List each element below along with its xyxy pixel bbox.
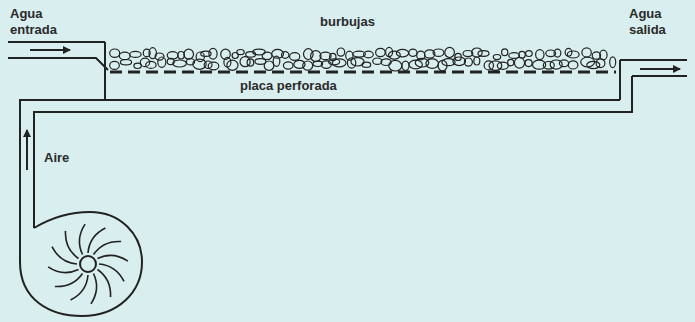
- air-label: Aire: [44, 150, 69, 166]
- bubble: [514, 58, 524, 69]
- bubble: [321, 61, 331, 69]
- blower-hub: [80, 256, 96, 272]
- bubble: [587, 61, 600, 68]
- bubble: [120, 60, 131, 65]
- blower-blade: [65, 231, 78, 259]
- bubble: [464, 58, 472, 66]
- bubble: [178, 52, 184, 59]
- outlet-pipe: [631, 76, 633, 110]
- outlet-pipe: [620, 59, 687, 61]
- bubble: [247, 59, 254, 66]
- bubbles: [110, 47, 616, 71]
- bubble: [184, 49, 194, 59]
- bubble: [596, 59, 605, 68]
- bubble: [362, 62, 371, 67]
- bubble: [536, 50, 544, 60]
- bubble: [497, 62, 508, 69]
- bubble: [173, 60, 187, 67]
- bubble: [409, 49, 417, 56]
- inlet-pipe: [8, 58, 108, 70]
- bubble: [478, 51, 489, 57]
- bubble: [208, 62, 219, 70]
- outlet-arrow: [640, 68, 680, 70]
- inlet-pipe: [8, 41, 105, 43]
- bubble: [110, 61, 120, 69]
- bubble: [364, 51, 374, 58]
- bubble: [110, 49, 120, 57]
- bubble: [290, 53, 300, 61]
- tank-wall: [619, 60, 621, 100]
- blower-blade: [79, 224, 85, 254]
- air-duct: [20, 100, 620, 262]
- bubble: [130, 51, 141, 57]
- bubble: [140, 58, 149, 66]
- inlet-arrow: [30, 49, 70, 51]
- outlet-pipe: [632, 75, 687, 77]
- bubble: [332, 59, 346, 67]
- bubble: [502, 49, 508, 56]
- blower-blade: [71, 275, 88, 300]
- bubble: [146, 61, 156, 68]
- bubble: [389, 60, 402, 71]
- blower-blade: [98, 255, 128, 261]
- blower-blade: [94, 241, 122, 254]
- air-arrow: [26, 130, 28, 170]
- bubble: [227, 60, 238, 70]
- inlet-label: Agua entrada: [10, 6, 72, 38]
- bubble: [167, 52, 178, 59]
- bubble: [493, 55, 500, 60]
- bubble: [376, 48, 386, 56]
- bubble: [526, 51, 533, 57]
- blower-blade: [55, 274, 83, 287]
- blower-blade: [98, 270, 111, 298]
- bubble: [282, 52, 289, 59]
- bubble: [273, 56, 280, 66]
- bubble: [262, 52, 272, 59]
- bubble: [426, 59, 439, 68]
- blower-blade: [48, 267, 78, 273]
- bubble: [119, 52, 130, 59]
- bubble: [253, 49, 265, 55]
- bubble: [158, 57, 166, 67]
- bubble: [303, 61, 313, 70]
- bubble: [525, 60, 532, 67]
- air-duct: [34, 110, 632, 228]
- bubble: [554, 49, 561, 57]
- blower-blade: [99, 264, 124, 281]
- bubble: [508, 59, 514, 65]
- blower-blade: [52, 247, 77, 264]
- bubble: [389, 51, 401, 59]
- blower-housing: [20, 212, 142, 316]
- bubble: [373, 58, 382, 64]
- bubble: [209, 48, 217, 59]
- perforated-plate: [110, 71, 616, 74]
- bubble: [568, 61, 578, 69]
- bubble: [445, 47, 455, 57]
- bubble: [567, 51, 579, 58]
- bubble: [396, 49, 408, 56]
- blower-blade: [88, 228, 105, 253]
- bubble: [559, 60, 568, 67]
- bubble: [453, 57, 466, 66]
- bubble: [474, 57, 480, 65]
- blower-blades: [48, 224, 128, 304]
- bubble: [581, 57, 595, 67]
- bubble: [304, 49, 314, 60]
- bubble: [337, 48, 345, 56]
- bubbles-label: burbujas: [320, 14, 375, 30]
- blower-blade: [91, 274, 97, 304]
- bubble: [237, 50, 244, 55]
- bubble: [264, 61, 274, 70]
- bubble: [402, 61, 409, 70]
- tank-wall: [104, 42, 106, 100]
- bubble: [433, 49, 444, 56]
- bubble: [582, 48, 591, 57]
- outlet-label: Agua salida: [629, 6, 687, 38]
- bubble: [283, 62, 293, 69]
- plate-label: placa perforada: [240, 78, 337, 94]
- bubble: [610, 57, 616, 68]
